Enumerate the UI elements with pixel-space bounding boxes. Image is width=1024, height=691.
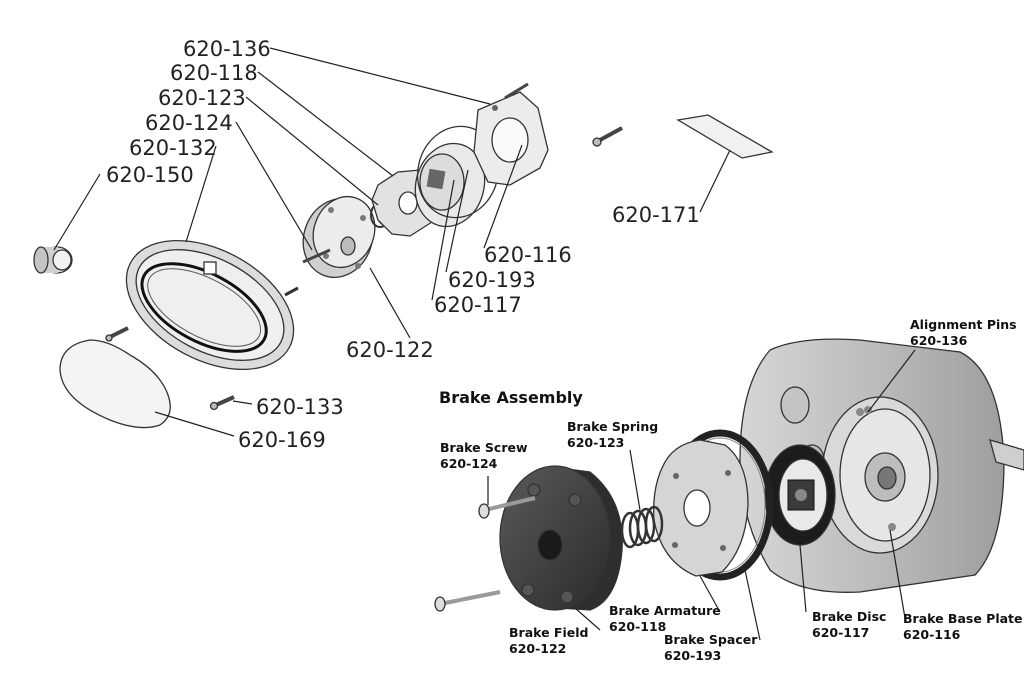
label-620-122: 620-122 [346, 338, 434, 362]
callout-brake-base-plate-part: 620-116 [903, 627, 961, 642]
label-620-133: 620-133 [256, 395, 344, 419]
label-620-124: 620-124 [145, 111, 233, 135]
cover-housing-part [125, 239, 299, 371]
callout-brake-disc-part: 620-117 [812, 625, 869, 640]
label-620-116: 620-116 [484, 243, 572, 267]
label-620-117: 620-117 [434, 293, 522, 317]
assembly-callouts: Alignment Pins 620-136 Brake Screw 620-1… [440, 317, 1023, 663]
screw-parts [105, 326, 235, 411]
label-620-171: 620-171 [612, 203, 700, 227]
callout-brake-field-name: Brake Field [509, 625, 588, 640]
callout-brake-armature-part: 620-118 [609, 619, 666, 634]
label-620-132: 620-132 [129, 136, 217, 160]
brake-assembly-title: Brake Assembly [439, 388, 583, 407]
callout-brake-field-part: 620-122 [509, 641, 566, 656]
plug-part [33, 246, 73, 274]
callout-brake-spacer-name: Brake Spacer [664, 632, 758, 647]
callout-brake-disc-name: Brake Disc [812, 609, 886, 624]
brake-field-part [302, 195, 376, 278]
exploded-labels: 620-136 620-118 620-123 620-124 620-132 … [106, 37, 700, 452]
callout-brake-screw-part: 620-124 [440, 456, 498, 471]
callout-brake-spacer-part: 620-193 [664, 648, 721, 663]
callout-brake-base-plate-name: Brake Base Plate [903, 611, 1023, 626]
callout-alignment-pins-part: 620-136 [910, 333, 968, 348]
brake-screws [434, 496, 536, 612]
label-620-123: 620-123 [158, 86, 246, 110]
brake-armature [653, 439, 749, 577]
label-620-169: 620-169 [238, 428, 326, 452]
label-620-150: 620-150 [106, 163, 194, 187]
callout-alignment-pins-name: Alignment Pins [910, 317, 1017, 332]
callout-brake-armature-name: Brake Armature [609, 603, 721, 618]
label-620-193: 620-193 [448, 268, 536, 292]
callout-brake-screw-name: Brake Screw [440, 440, 528, 455]
label-plate-part [592, 114, 774, 159]
brake-disc [764, 444, 836, 546]
exploded-leaders [53, 47, 731, 437]
brake-spring [620, 505, 664, 549]
callout-brake-spring-name: Brake Spring [567, 419, 658, 434]
base-plate-part [473, 82, 549, 186]
brake-assembly-view: Brake Assembly [434, 317, 1024, 663]
assembly-leaders [487, 349, 916, 641]
brake-field [499, 465, 623, 611]
label-620-118: 620-118 [170, 61, 258, 85]
exploded-view: 620-136 620-118 620-123 620-124 620-132 … [33, 37, 774, 452]
disc-spacer-part [414, 125, 500, 228]
lens-part [59, 339, 171, 429]
label-620-136: 620-136 [183, 37, 271, 61]
callout-brake-spring-part: 620-123 [567, 435, 624, 450]
